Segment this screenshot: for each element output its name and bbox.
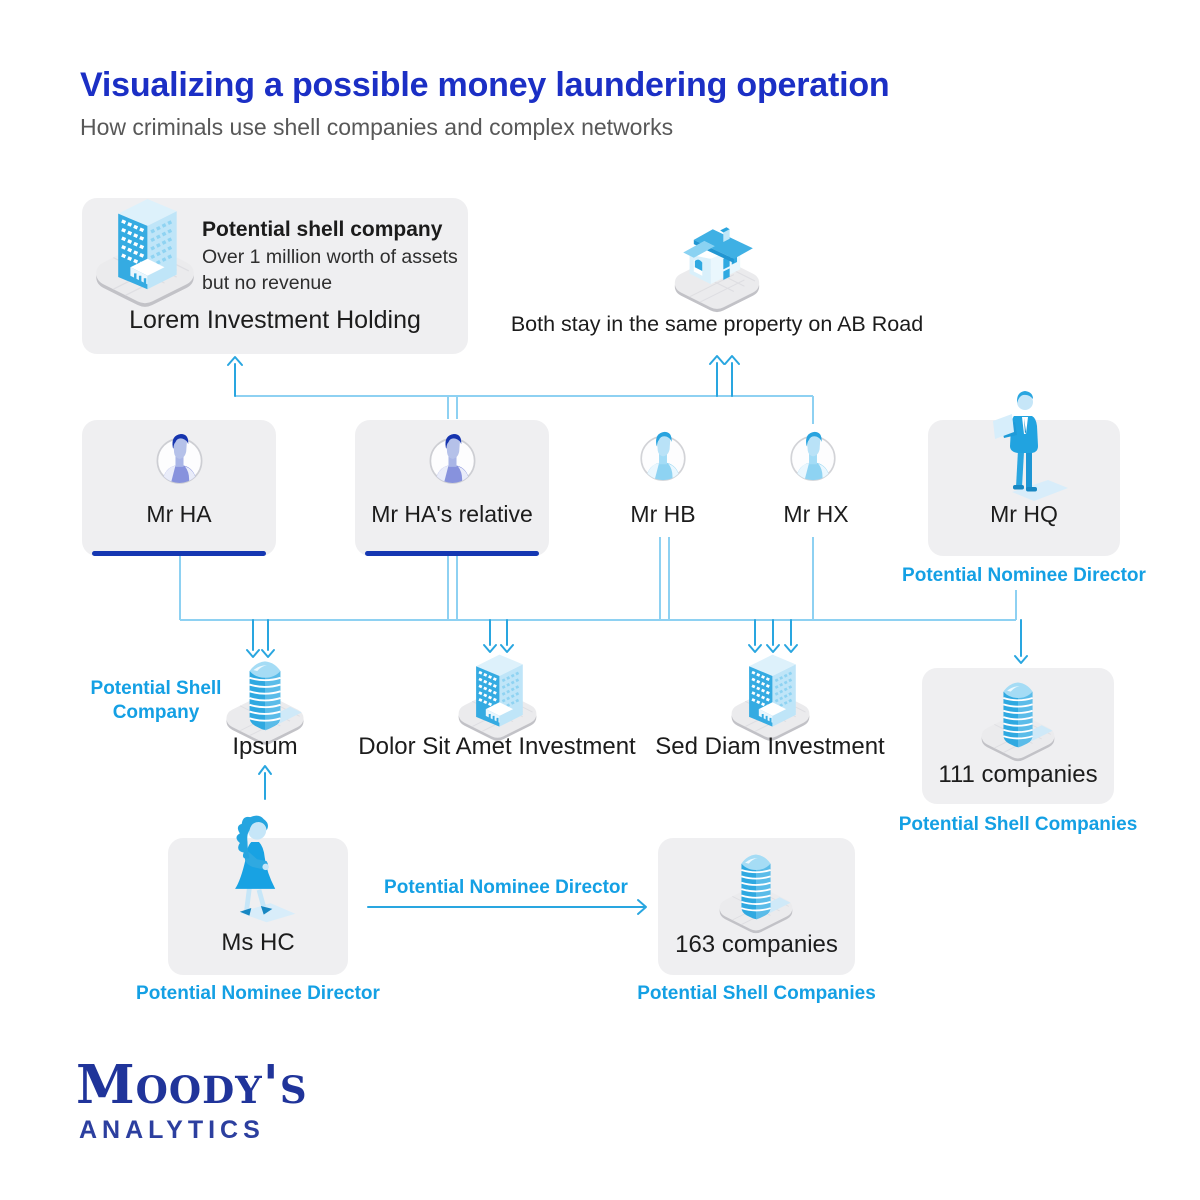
mr-ha-underline bbox=[92, 551, 266, 556]
ipsum-annotation: Potential Shell Company bbox=[90, 678, 222, 723]
c111-label: 111 companies bbox=[938, 761, 1098, 788]
page-subtitle: How criminals use shell companies and co… bbox=[80, 114, 674, 140]
c163-annotation: Potential Shell Companies bbox=[637, 983, 876, 1004]
ms-hc-annotation: Potential Nominee Director bbox=[136, 983, 380, 1004]
sed-diam-label: Sed Diam Investment bbox=[655, 733, 885, 760]
tower-building-icon bbox=[968, 668, 1068, 768]
lorem-card-line1: Over 1 million worth of assets bbox=[202, 246, 458, 268]
dolor-label: Dolor Sit Amet Investment bbox=[358, 733, 636, 760]
c163-label: 163 companies bbox=[675, 931, 838, 958]
person-avatar-icon bbox=[780, 424, 846, 490]
office-building-icon bbox=[84, 182, 206, 316]
house-icon bbox=[660, 204, 774, 320]
page-title: Visualizing a possible money laundering … bbox=[80, 66, 890, 104]
moodys-analytics-wordmark: ANALYTICS bbox=[79, 1116, 265, 1144]
mr-hx-label: Mr HX bbox=[783, 501, 849, 527]
person-avatar-icon bbox=[419, 426, 486, 493]
mr-hq-annotation: Potential Nominee Director bbox=[902, 565, 1146, 586]
ipsum-label: Ipsum bbox=[232, 733, 298, 760]
person-avatar-icon bbox=[630, 424, 696, 490]
lorem-card-name: Lorem Investment Holding bbox=[129, 306, 421, 334]
office-building-icon bbox=[445, 641, 550, 748]
tower-building-icon bbox=[706, 840, 806, 940]
c111-annotation: Potential Shell Companies bbox=[898, 814, 1138, 835]
lorem-card-line2: but no revenue bbox=[202, 272, 333, 294]
mr-ha-label: Mr HA bbox=[146, 501, 212, 527]
person-avatar-icon bbox=[146, 426, 213, 493]
mr-hq-label: Mr HQ bbox=[990, 501, 1058, 527]
edge-label-nominee-director: Potential Nominee Director bbox=[384, 877, 628, 898]
standing-woman-icon bbox=[215, 792, 301, 936]
mr-ha-relative-underline bbox=[365, 551, 539, 556]
mr-ha-relative-label: Mr HA's relative bbox=[371, 501, 533, 527]
moodys-logo: Moody's bbox=[76, 1054, 308, 1116]
ms-hc-label: Ms HC bbox=[221, 929, 295, 956]
standing-man-icon bbox=[993, 391, 1068, 501]
mr-hb-label: Mr HB bbox=[630, 501, 696, 527]
office-building-icon bbox=[718, 641, 823, 748]
lorem-card-heading: Potential shell company bbox=[202, 218, 443, 241]
house-caption: Both stay in the same property on AB Roa… bbox=[510, 312, 924, 336]
